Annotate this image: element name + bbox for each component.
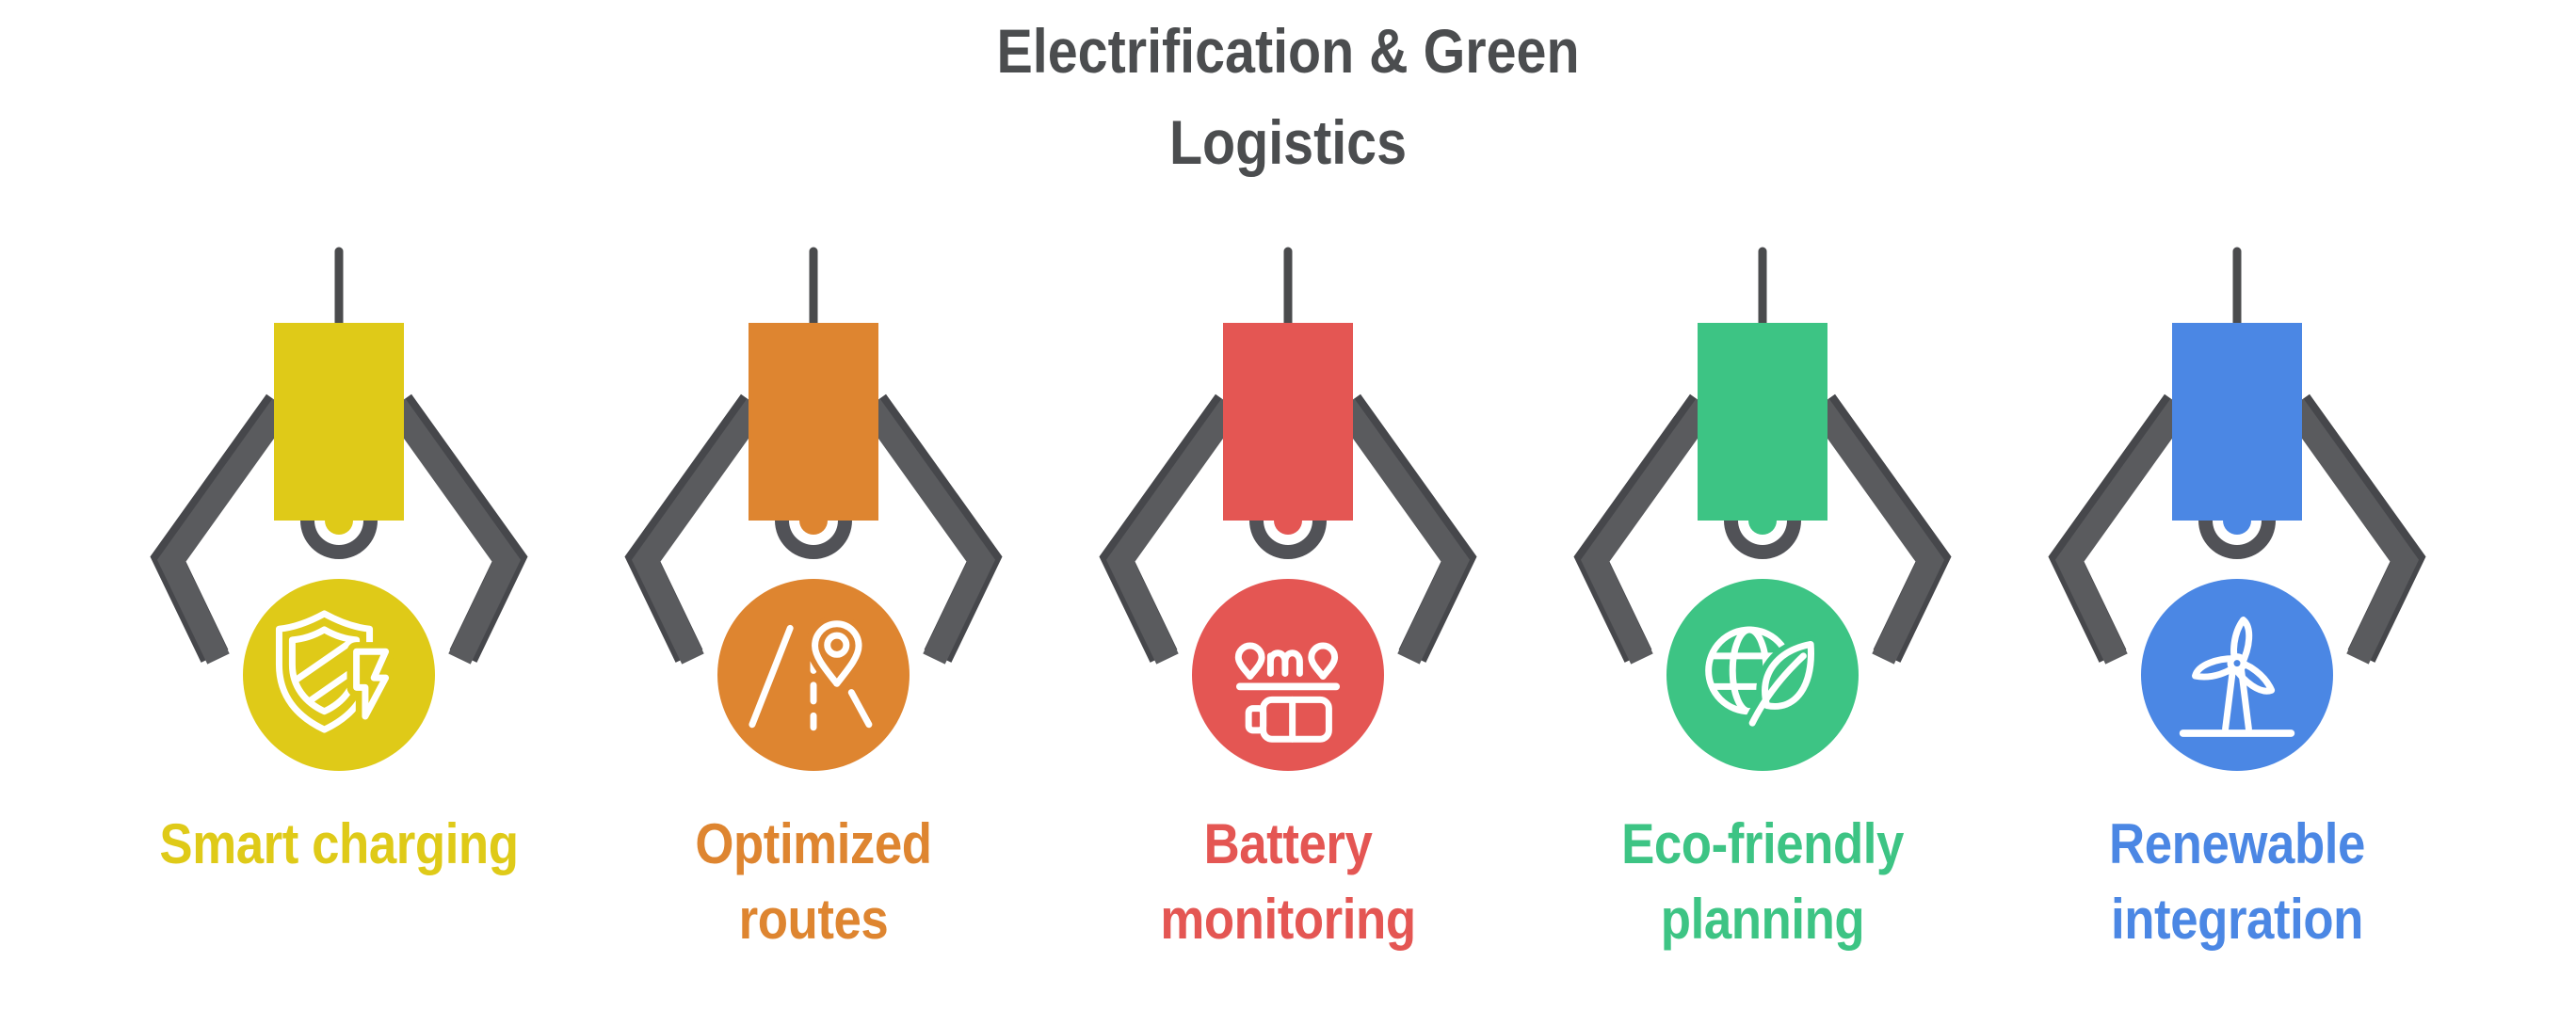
blade-right [2230, 658, 2276, 695]
shield-stripes [292, 631, 357, 711]
turbine-blades [2191, 617, 2276, 695]
battery-terminal [1245, 705, 1267, 734]
pulley-hub [1274, 521, 1302, 535]
pulley-hub [325, 521, 353, 535]
machine-label: Eco-friendly planning [1621, 812, 1904, 951]
globe-leaf-icon [1705, 626, 1820, 732]
pulley-ring [300, 521, 378, 559]
pulley-ring [1724, 521, 1801, 559]
claw-machine-graphic [624, 247, 1003, 771]
shield-outer [275, 610, 374, 733]
machine-label: Renewable integration [2109, 812, 2365, 951]
location-pin [806, 615, 868, 693]
shield-inner [288, 626, 361, 715]
route-start-pin [1234, 642, 1265, 681]
machine-optimized-routes: Optimized routes [576, 0, 1051, 1010]
claw-arm-right [2283, 398, 2420, 665]
category-circle [243, 579, 435, 771]
claw-arm-left [631, 398, 767, 665]
machine-smart-charging: Smart charging [102, 0, 576, 1010]
claw-arm-left [1580, 398, 1716, 665]
claw-arm-right [1334, 398, 1471, 665]
claw-arms [624, 393, 1003, 665]
road-left-edge [749, 624, 794, 729]
claw-machine-graphic [1099, 247, 1477, 771]
pulley-hub [2223, 521, 2251, 535]
road-location-pin-icon [749, 615, 873, 731]
claw-machine-graphic [2048, 247, 2426, 771]
claw-body [1223, 323, 1353, 521]
claw-arms [1573, 393, 1952, 665]
claw-machine-graphic [150, 247, 528, 771]
claw-arms [150, 393, 528, 665]
pulley-ring [775, 521, 852, 559]
blade-left [2191, 655, 2244, 681]
claw-body [274, 323, 404, 521]
machine-label: Smart charging [159, 812, 519, 875]
pulley-hub [799, 521, 828, 535]
pin-outline [812, 620, 862, 687]
pulley-ring [1249, 521, 1327, 559]
machine-eco-friendly-planning: Eco-friendly planning [1525, 0, 2000, 1010]
pulley-hub [1748, 521, 1777, 535]
wind-turbine-icon [2179, 617, 2295, 737]
claw-arm-left [1105, 398, 1242, 665]
route-battery-icon [1234, 642, 1341, 743]
claw-arms [1099, 393, 1477, 665]
turbine-hub [2227, 653, 2247, 674]
claw-arm-right [385, 398, 522, 665]
machine-label: Battery monitoring [1160, 812, 1416, 951]
blade-top [2230, 617, 2253, 670]
claw-arms [2048, 393, 2426, 665]
page-title: Electrification & Green Logistics [996, 16, 1580, 177]
pulley-ring [2198, 521, 2276, 559]
machine-label: Optimized routes [695, 812, 932, 951]
claw-body [1698, 323, 1827, 521]
leaf-stem [1748, 652, 1807, 727]
machines-row: Smart charging [102, 0, 2474, 1010]
pin-center [824, 632, 850, 658]
claw-body [749, 323, 878, 521]
claw-body [2172, 323, 2302, 521]
claw-arm-left [2054, 398, 2191, 665]
leaf [1743, 635, 1820, 732]
category-circle [717, 579, 910, 771]
claw-machine-graphic [1573, 247, 1952, 771]
route-m-path [1266, 649, 1303, 677]
bolt-outline [353, 648, 390, 720]
claw-arm-right [1809, 398, 1945, 665]
claw-arm-left [156, 398, 293, 665]
machine-battery-monitoring: Battery monitoring [1051, 0, 1525, 1010]
machine-renewable-integration: Renewable integration [2000, 0, 2474, 1010]
shield-lightning-icon [275, 610, 395, 733]
route-end-pin [1308, 642, 1339, 681]
claw-arm-right [860, 398, 996, 665]
road-right-edge [847, 689, 873, 729]
